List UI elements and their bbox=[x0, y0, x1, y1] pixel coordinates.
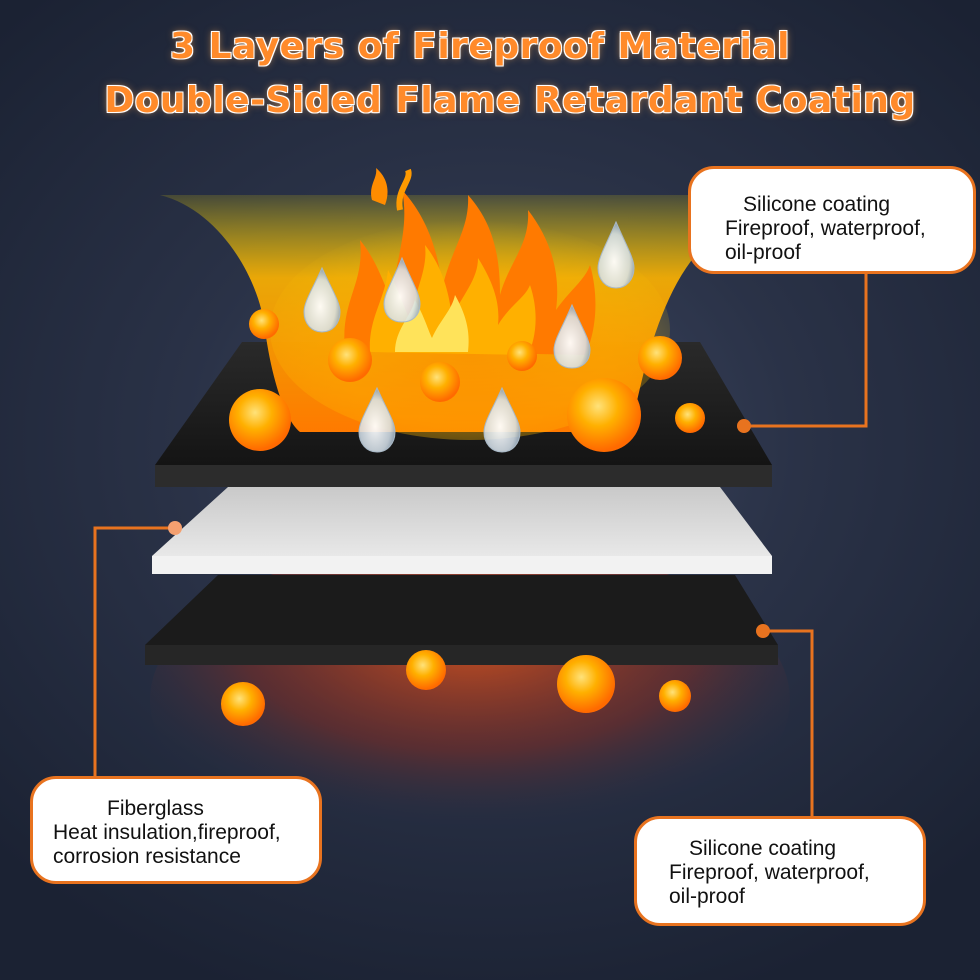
callout-heading: Silicone coating bbox=[743, 193, 891, 216]
fire-ember-icons bbox=[229, 309, 705, 452]
leader-dots bbox=[168, 419, 770, 638]
callout-text: Heat insulation,fireproof, bbox=[53, 821, 281, 844]
callout-top-silicone: Silicone coating Fireproof, waterproof, … bbox=[688, 166, 976, 274]
fire-ember-icons-bottom bbox=[221, 650, 691, 726]
leader-line-top bbox=[744, 274, 868, 428]
leader-line-bottom bbox=[763, 629, 814, 816]
callout-text: oil-proof bbox=[669, 885, 745, 908]
callout-bottom-silicone: Silicone coating Fireproof, waterproof, … bbox=[634, 816, 926, 926]
callout-text: corrosion resistance bbox=[53, 845, 241, 868]
callout-heading: Fiberglass bbox=[107, 797, 204, 820]
leader-lines bbox=[93, 274, 868, 816]
leader-dot-top bbox=[737, 419, 751, 433]
callout-heading: Silicone coating bbox=[689, 837, 837, 860]
callout-text: Fireproof, waterproof, bbox=[725, 217, 926, 240]
callout-text: Fireproof, waterproof, bbox=[669, 861, 870, 884]
callout-text: oil-proof bbox=[725, 241, 801, 264]
silicone-coating-bottom-layer bbox=[145, 575, 778, 665]
callout-fiberglass: Fiberglass Heat insulation,fireproof, co… bbox=[30, 776, 322, 884]
title-line-1: 3 Layers of Fireproof Material bbox=[170, 26, 790, 67]
fiberglass-middle-layer bbox=[152, 487, 772, 574]
leader-line-left bbox=[93, 526, 175, 776]
water-drop-icons bbox=[303, 220, 635, 453]
leader-dot-left bbox=[168, 521, 182, 535]
leader-dot-bottom bbox=[756, 624, 770, 638]
title-line-2: Double-Sided Flame Retardant Coating bbox=[104, 80, 916, 121]
